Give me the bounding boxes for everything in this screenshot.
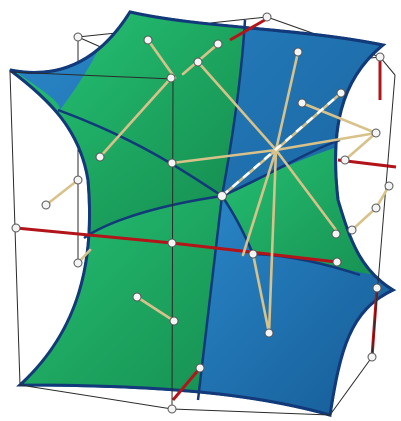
center-node [217,191,227,201]
rod [274,131,378,152]
rod [98,76,173,159]
node [293,47,303,57]
node [340,155,350,165]
cube-edge [19,384,173,410]
rod [135,295,176,323]
node [332,257,342,267]
node [375,52,385,62]
white-nodes [11,12,394,414]
rod [44,178,80,207]
node [167,404,177,414]
node [132,292,142,302]
node [167,238,177,248]
node [169,316,179,326]
rod [170,148,278,165]
node [11,223,21,233]
rod [274,50,300,152]
node [166,73,176,83]
node [73,32,83,42]
rod [343,131,378,162]
node [195,363,205,373]
surface-seam [57,108,361,277]
node [167,158,177,168]
node [371,203,381,213]
rod [196,60,278,152]
node [372,283,382,293]
cube-edge [329,356,373,416]
rod [241,148,278,257]
rod [146,38,177,80]
node [73,258,83,268]
node [95,152,105,162]
node [331,229,341,239]
rod [300,101,378,135]
node [297,98,307,108]
rod [267,148,278,335]
red-axis [15,226,173,245]
node [193,57,203,67]
node [336,88,346,98]
rod [274,148,338,232]
red-axis [229,15,271,42]
red-axis [171,367,202,401]
cube-edge [371,74,396,358]
node [143,35,153,45]
node [384,181,394,191]
node [371,128,381,138]
node [262,12,272,22]
rod [251,252,271,335]
rod [350,206,378,232]
node [41,200,51,210]
surface-outline [9,10,397,417]
node [347,225,357,235]
node [264,328,274,338]
cube-edge [9,71,174,80]
node [367,352,377,362]
node [213,39,223,49]
node [73,175,83,185]
node [248,249,258,259]
dashed-axis-line [221,92,342,197]
cube-edge [171,408,331,416]
